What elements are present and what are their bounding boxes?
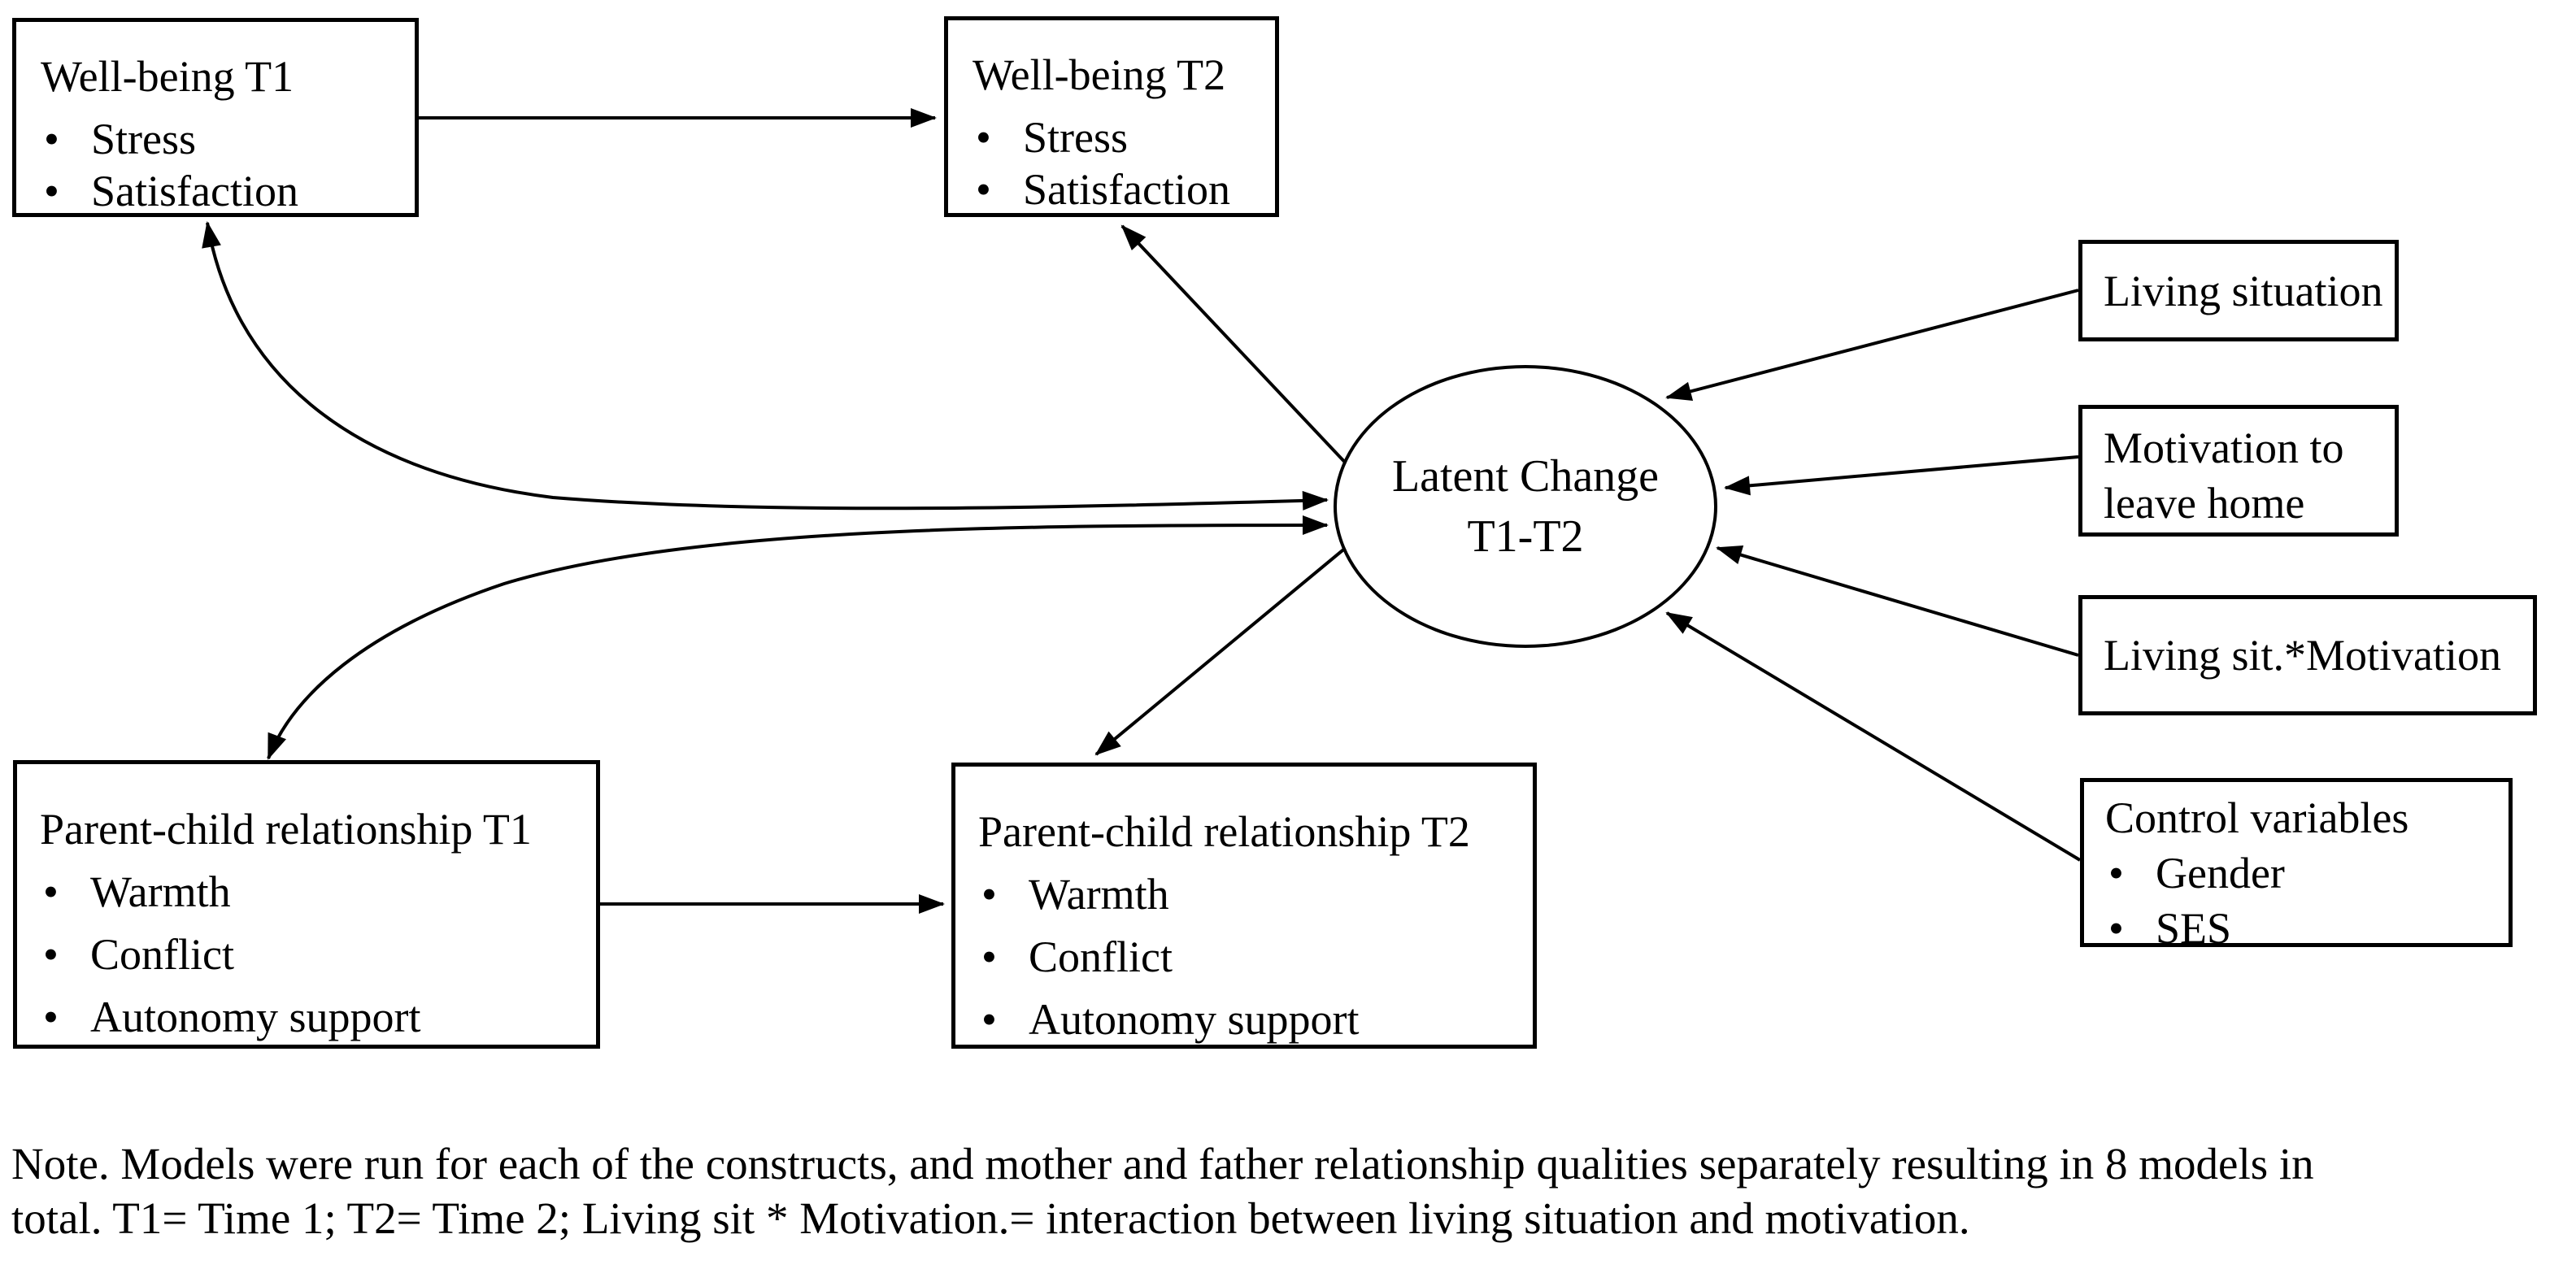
bullet-label: Gender [2156,849,2285,897]
bullet-icon: • [981,932,997,981]
node-title-line1: Motivation to [2104,424,2344,472]
latent-change-line2: T1-T2 [1467,511,1584,562]
node-latent-change: Latent Change T1-T2 [1334,365,1717,648]
figure-note-line2: total. T1= Time 1; T2= Time 2; Living si… [11,1193,1970,1243]
node-title: Well-being T2 [973,50,1226,99]
node-title: Parent-child relationship T1 [40,805,532,854]
bullet-label: Satisfaction [91,167,298,215]
bullet-icon: • [981,995,997,1044]
node-parentchild-t1: Parent-child relationship T1 • Warmth • … [13,760,600,1049]
list-item: • Autonomy support [978,989,1525,1051]
bullet-label: Stress [1023,113,1129,162]
bullet-label: Warmth [90,867,231,916]
arrow-latent-wellbeing-t1-curve [202,221,1329,511]
bullet-icon: • [44,167,59,215]
bullet-icon: • [976,113,991,162]
list-item: • Stress [41,113,407,165]
bullet-label: Satisfaction [1023,165,1230,214]
node-living-situation: Living situation [2078,240,2399,341]
figure-note-line1: Note. Models were run for each of the co… [11,1139,2314,1189]
bullet-icon: • [43,993,59,1041]
bullet-icon: • [44,115,59,163]
bullet-label: Conflict [1029,932,1173,981]
arrow-latent-to-parentchild-t2 [1094,541,1353,756]
bullet-icon: • [43,930,59,979]
bullet-icon: • [2108,904,2124,953]
bullet-label: Warmth [1029,870,1169,919]
node-parentchild-t2: Parent-child relationship T2 • Warmth • … [951,763,1537,1049]
arrow-latent-parentchild-t1-curve [267,515,1329,760]
bullet-label: SES [2156,904,2232,953]
arrow-motivation-to-latent [1724,455,2079,496]
bullet-label: Stress [91,115,197,163]
list-item: • Conflict [978,926,1525,989]
node-title-line2: leave home [2104,479,2305,528]
node-title: Living sit.*Motivation [2104,631,2502,680]
list-item: • Gender [2105,845,2500,901]
list-item: • Satisfaction [973,163,1267,215]
node-control-variables: Control variables • Gender • SES [2080,778,2513,953]
node-wellbeing-t1: Well-being T1 • Stress • Satisfaction [12,18,419,217]
bullet-label: Autonomy support [90,993,421,1041]
arrow-latent-to-wellbeing-t2 [1120,224,1351,469]
list-item: • Warmth [978,863,1525,926]
bullet-icon: • [2108,849,2124,897]
latent-change-line1: Latent Change [1391,451,1660,502]
bullet-icon: • [43,867,59,916]
node-motivation: Motivation to leave home [2078,405,2399,537]
list-item: • Satisfaction [41,165,407,217]
node-title: Control variables [2105,793,2409,842]
bullet-label: Autonomy support [1029,995,1360,1044]
list-item: • Conflict [40,923,588,986]
list-item: • Stress [973,111,1267,163]
node-title: Parent-child relationship T2 [978,807,1470,856]
list-item: • Warmth [40,861,588,923]
bullet-label: Conflict [90,930,234,979]
figure-note: Note. Models were run for each of the co… [11,1136,2500,1245]
bullet-icon: • [981,870,997,919]
arrow-interaction-to-latent [1716,545,2079,657]
node-title: Living situation [2104,266,2383,315]
node-title: Well-being T1 [41,52,294,101]
node-interaction: Living sit.*Motivation [2078,595,2537,715]
arrow-control-to-latent [1665,611,2082,862]
bullet-icon: • [976,165,991,214]
node-wellbeing-t2: Well-being T2 • Stress • Satisfaction [944,16,1279,217]
arrow-living-situation-to-latent [1665,289,2079,402]
list-item: • SES [2105,901,2500,956]
list-item: • Autonomy support [40,986,588,1049]
